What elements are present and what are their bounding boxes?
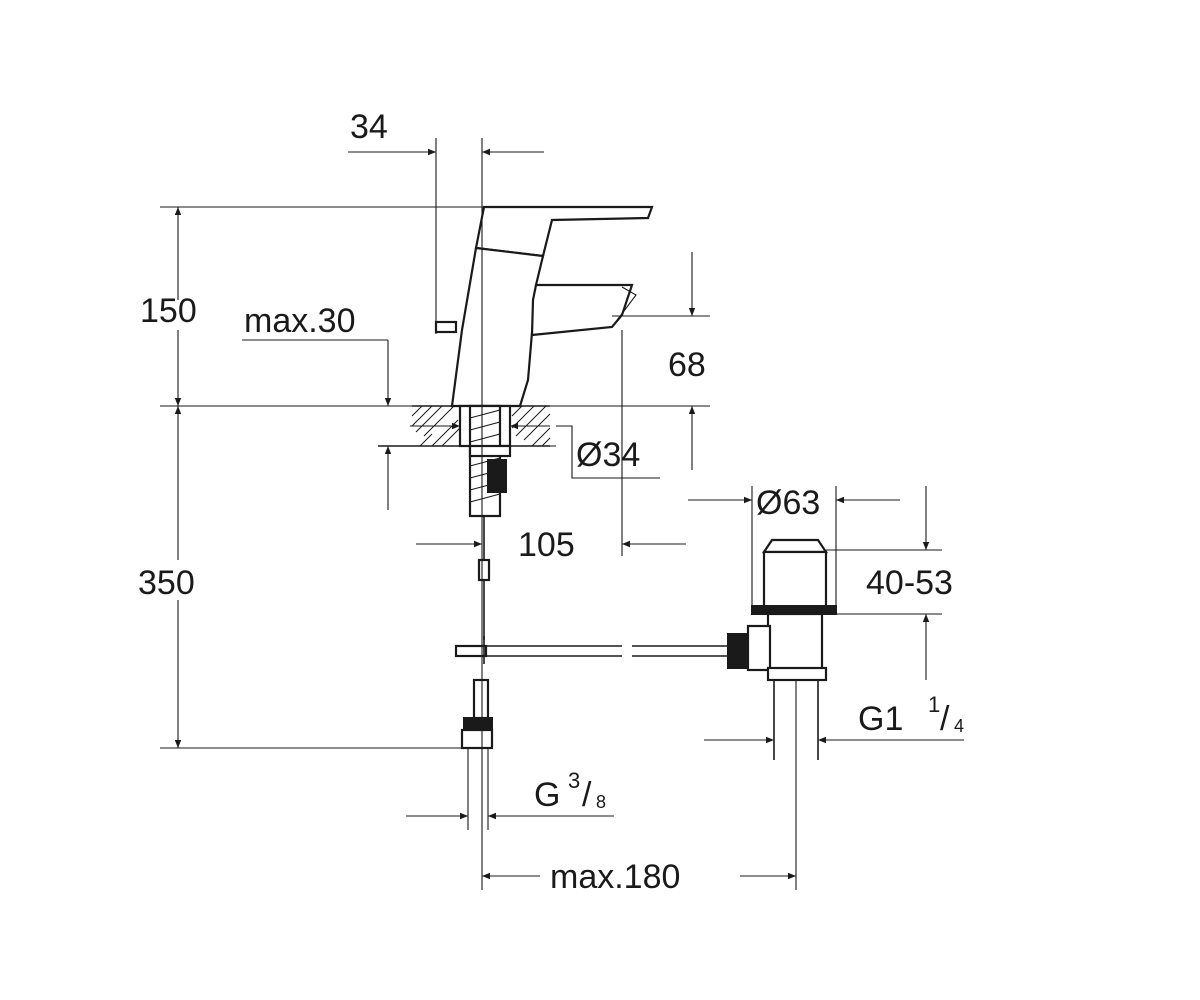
waste-thread-numerator: 1 [928, 692, 940, 717]
shank-assembly [460, 404, 512, 750]
dim-max-rod-length: max.180 [550, 858, 680, 896]
supply-thread-main: G [534, 776, 560, 814]
dim-max-deck-thickness: max.30 [244, 302, 356, 340]
dim-hole-diameter: Ø34 [576, 436, 640, 474]
dim-waste-diameter: Ø63 [756, 484, 820, 522]
pop-up-linkage [454, 636, 730, 664]
dim-supply-length: 350 [138, 564, 195, 602]
dim-spout-height: 150 [140, 292, 197, 330]
dim-supply-thread: G 3 / 8 [534, 768, 606, 814]
dim-plug-range: 40-53 [866, 564, 953, 602]
waste-thread-denominator: 4 [954, 716, 964, 736]
dim-outlet-height: 68 [668, 346, 706, 384]
dim-waste-thread: G1 1 / 4 [858, 692, 964, 738]
faucet-body [434, 205, 654, 408]
waste-thread-main: G1 [858, 700, 903, 738]
waste-thread-slash: / [940, 700, 950, 738]
dimension-lines [160, 138, 964, 890]
faucet-column [450, 246, 545, 408]
pop-up-lift-rod [434, 320, 458, 334]
dim-top-width: 34 [350, 108, 388, 146]
supply-thread-slash: / [582, 776, 592, 814]
lever-handle [474, 205, 654, 258]
supply-thread-numerator: 3 [568, 768, 580, 793]
supply-thread-denominator: 8 [596, 792, 606, 812]
waste-fitting [727, 538, 837, 890]
dim-projection: 105 [518, 526, 575, 564]
spout [530, 283, 634, 337]
